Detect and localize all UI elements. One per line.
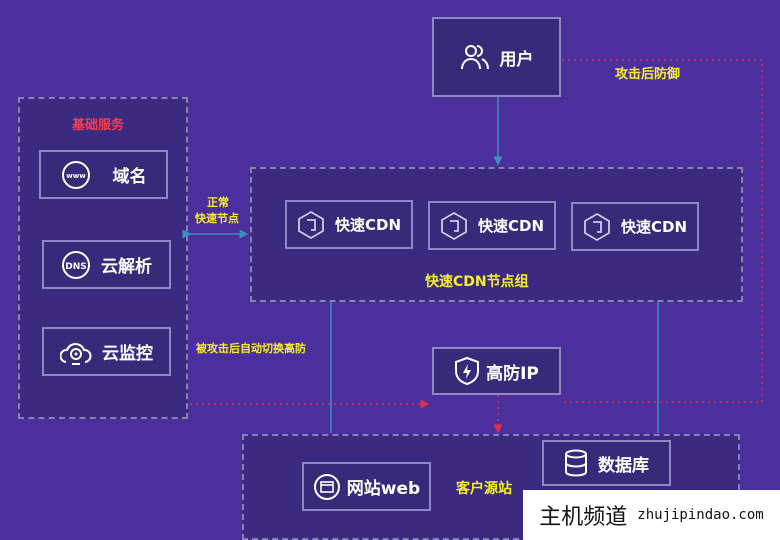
svg-text:DNS: DNS bbox=[65, 262, 87, 272]
cdn-label: 快速CDN bbox=[334, 216, 401, 234]
dns-label: 云解析 bbox=[101, 257, 152, 277]
database-node[interactable]: 数据库 bbox=[542, 440, 671, 486]
user-label: 用户 bbox=[499, 49, 534, 70]
dns-icon: DNS bbox=[62, 250, 90, 279]
watermark-badge: 主机频道 zhujipindao.com bbox=[523, 490, 780, 540]
svg-text:www: www bbox=[66, 172, 86, 180]
website-label: 网站web bbox=[346, 479, 421, 499]
domain-node[interactable]: www 域名 bbox=[39, 150, 168, 199]
watermark-cn: 主机频道 bbox=[539, 505, 628, 530]
cdn-node-2[interactable]: 快速CDN bbox=[428, 201, 556, 250]
database-icon bbox=[565, 449, 587, 477]
dns-node[interactable]: DNS 云解析 bbox=[42, 240, 171, 289]
watermark-en: zhujipindao.com bbox=[637, 507, 764, 523]
anti-ddos-ip-label: 高防IP bbox=[486, 363, 539, 384]
domain-label: 域名 bbox=[112, 167, 147, 187]
basic-services-label: 基础服务 bbox=[72, 118, 125, 133]
cdn-hexagon-icon bbox=[298, 210, 324, 239]
user-node[interactable]: 用户 bbox=[432, 17, 561, 97]
anti-ddos-ip-node[interactable]: 高防IP bbox=[432, 347, 561, 395]
monitor-label: 云监控 bbox=[102, 344, 153, 364]
auto-switch-label: 被攻击后自动切换高防 bbox=[196, 342, 306, 355]
cdn-hexagon-icon bbox=[441, 211, 467, 240]
browser-window-icon bbox=[313, 473, 340, 500]
shield-lightning-icon bbox=[455, 356, 480, 386]
cloud-camera-icon bbox=[60, 342, 92, 365]
cdn-node-3[interactable]: 快速CDN bbox=[571, 202, 699, 251]
website-node[interactable]: 网站web bbox=[302, 462, 431, 511]
origin-group-label: 客户源站 bbox=[456, 481, 512, 497]
cdn-group-label: 快速CDN节点组 bbox=[425, 274, 529, 290]
database-label: 数据库 bbox=[598, 455, 649, 476]
normal-label-line2: 快速节点 bbox=[195, 212, 239, 225]
defense-after-attack-label: 攻击后防御 bbox=[615, 67, 681, 82]
www-globe-icon: www bbox=[61, 160, 90, 189]
cdn-hexagon-icon bbox=[584, 212, 610, 241]
users-icon bbox=[460, 45, 489, 70]
monitor-node[interactable]: 云监控 bbox=[42, 327, 171, 376]
cdn-label: 快速CDN bbox=[477, 217, 544, 235]
cdn-node-1[interactable]: 快速CDN bbox=[285, 200, 413, 249]
cdn-label: 快速CDN bbox=[620, 218, 687, 236]
normal-label-line1: 正常 bbox=[207, 196, 229, 209]
